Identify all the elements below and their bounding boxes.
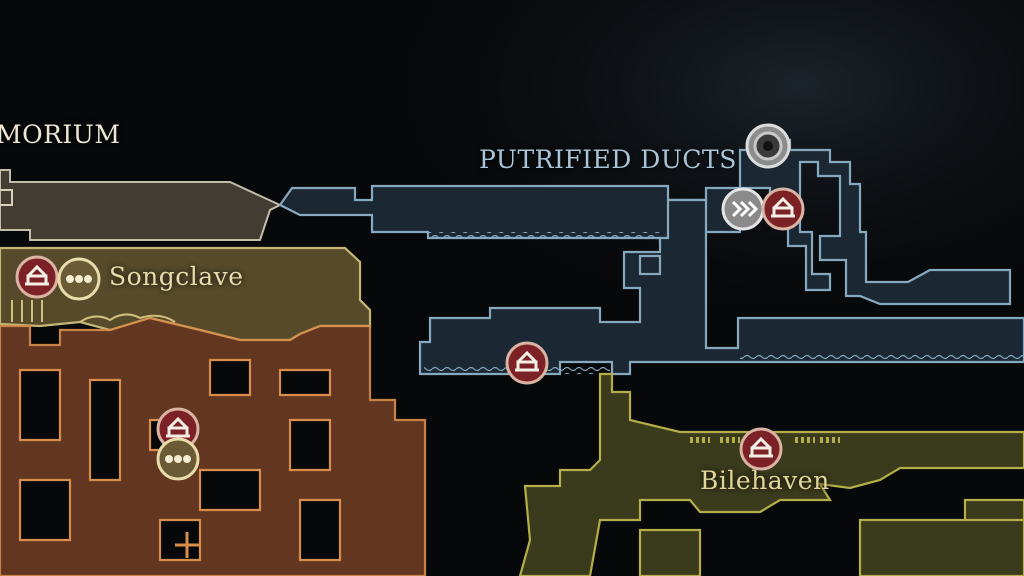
ventrica-ring-icon[interactable] <box>745 123 791 169</box>
songclave-lower-area <box>0 316 427 576</box>
region-label-putrified-ducts: PUTRIFIED DUCTS <box>479 145 737 174</box>
memorium-area <box>0 169 283 241</box>
bellway-icon[interactable] <box>155 436 201 482</box>
region-label-bilehaven: Bilehaven <box>700 466 830 495</box>
bench-icon[interactable] <box>155 406 201 452</box>
bench-icon[interactable] <box>760 186 806 232</box>
putrified-ducts-area <box>278 138 1024 376</box>
bellway-icon[interactable] <box>56 256 102 302</box>
bilehaven-area <box>518 372 1024 576</box>
bench-icon[interactable] <box>14 254 60 300</box>
bench-icon[interactable] <box>504 340 550 386</box>
region-label-memorium: MORIUM <box>0 120 121 149</box>
region-label-songclave: Songclave <box>109 262 244 291</box>
fast-travel-icon[interactable] <box>720 186 766 232</box>
bench-icon[interactable] <box>738 426 784 472</box>
